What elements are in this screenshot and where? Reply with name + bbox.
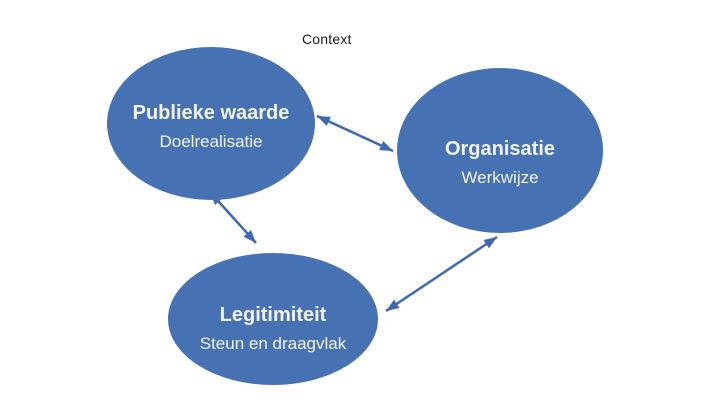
node-publieke-waarde-subtitle: Doelrealisatie — [159, 131, 263, 151]
arrow-publieke-organisatie — [316, 114, 394, 153]
context-label: Context — [302, 31, 352, 47]
arrow-legitimiteit-organisatie — [385, 235, 498, 313]
node-publieke-waarde: Publieke waarde Doelrealisatie — [107, 47, 315, 200]
node-legitimiteit-subtitle: Steun en draagvlak — [199, 334, 347, 354]
node-legitimiteit-title: Legitimiteit — [219, 304, 327, 327]
node-organisatie-subtitle: Werkwijze — [461, 167, 539, 187]
node-organisatie: Organisatie Werkwijze — [397, 68, 603, 233]
node-publieke-waarde-title: Publieke waarde — [132, 101, 290, 124]
node-organisatie-title: Organisatie — [444, 137, 556, 160]
node-legitimiteit: Legitimiteit Steun en draagvlak — [168, 253, 378, 385]
